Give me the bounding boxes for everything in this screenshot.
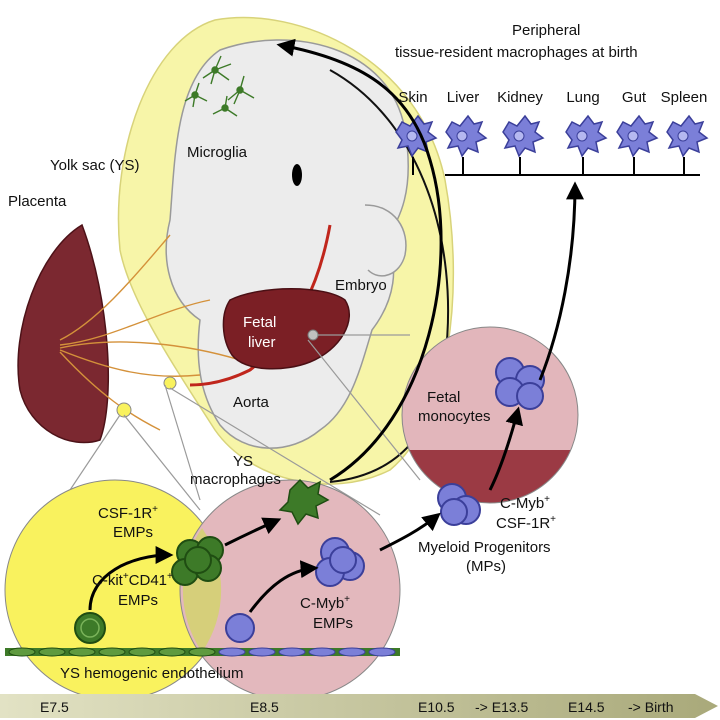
ys-location-dot xyxy=(116,402,132,418)
endothelial-cell xyxy=(188,647,216,657)
arrows xyxy=(88,38,584,613)
cmyb-emp-cluster xyxy=(315,537,365,587)
yolk-sac-label: Yolk sac (YS) xyxy=(50,157,139,174)
endothelial-cell xyxy=(128,647,156,657)
ckit-emps-label-2: EMPs xyxy=(118,592,158,609)
cmyb-emp-cell xyxy=(225,613,255,643)
placenta-label: Placenta xyxy=(8,193,67,210)
endothelial-cell xyxy=(338,647,366,657)
timeline-e13-5: -> E13.5 xyxy=(475,699,529,715)
cmyb-text: C-Myb xyxy=(300,595,344,612)
tissue-macrophage-gut xyxy=(616,114,659,158)
tissue-label-skin: Skin xyxy=(398,89,427,106)
mp-label-4: (MPs) xyxy=(466,558,506,575)
ys-macrophage-cell xyxy=(278,478,330,526)
ys-macrophages-label-1: YS xyxy=(233,453,253,470)
macrophage-nucleus xyxy=(406,130,418,142)
tissue-macrophage-liver xyxy=(445,114,488,158)
aorta-location-dot xyxy=(163,376,177,390)
fetal-liver-label-2: liver xyxy=(248,334,276,351)
cmyb-plus: + xyxy=(344,594,350,605)
mp-csf1r-text: CSF-1R xyxy=(496,515,550,532)
macrophage-nucleus xyxy=(576,130,588,142)
fetal-monocytes-label-1: Fetal xyxy=(427,389,460,406)
tissue-label-kidney: Kidney xyxy=(497,89,543,106)
placenta xyxy=(17,223,109,444)
csf1r-plus: + xyxy=(152,504,158,515)
tissue-macrophages xyxy=(395,114,709,158)
macrophage-nucleus xyxy=(513,130,525,142)
eye-icon xyxy=(292,164,302,186)
embryo-label: Embryo xyxy=(335,277,387,294)
endothelial-cell xyxy=(308,647,336,657)
endothelial-cell xyxy=(368,647,396,657)
timeline-e10-5: E10.5 xyxy=(418,699,455,715)
endothelial-cell xyxy=(8,647,36,657)
tissue-macrophage-spleen xyxy=(666,114,709,158)
tissue-labels: Skin Liver Kidney Lung Gut Spleen xyxy=(398,89,707,106)
endothelial-cell xyxy=(38,647,66,657)
mp-csf1r-plus: + xyxy=(550,514,556,525)
tissue-label-lung: Lung xyxy=(566,89,599,106)
fetal-monocytes-label-2: monocytes xyxy=(418,408,491,425)
endothelial-cell xyxy=(158,647,186,657)
cmyb-emps-label-1: C-Myb+ xyxy=(300,594,350,612)
hemogenic-endothelium xyxy=(5,647,400,657)
ckit-emps-label-1: C-kit+CD41+ xyxy=(92,571,173,589)
fetal-monocyte-cells xyxy=(495,357,545,410)
aorta-label: Aorta xyxy=(233,394,270,411)
endothelial-cell xyxy=(248,647,276,657)
timeline-birth: -> Birth xyxy=(628,699,674,715)
macrophage-nucleus xyxy=(677,130,689,142)
timeline-e14-5: E14.5 xyxy=(568,699,605,715)
tissue-macrophage-lung xyxy=(565,114,608,158)
microglia-label: Microglia xyxy=(187,144,248,161)
endothelial-cell xyxy=(98,647,126,657)
csf1r-emp-cluster xyxy=(171,536,224,586)
tissue-label-liver: Liver xyxy=(447,89,480,106)
peripheral-label-2: tissue-resident macrophages at birth xyxy=(395,44,638,61)
csf1r-emps-label-2: EMPs xyxy=(113,524,153,541)
microglia-cells xyxy=(184,55,255,117)
mp-label-2: CSF-1R+ xyxy=(496,514,556,532)
macrophage-nucleus xyxy=(456,130,468,142)
cd41-plus: + xyxy=(167,571,173,582)
cmyb-emps-label-2: EMPs xyxy=(313,615,353,632)
endothelial-cell xyxy=(68,647,96,657)
ckit-text: C-kit xyxy=(92,572,124,589)
peripheral-label-1: Peripheral xyxy=(512,22,580,39)
csf1r-emps-label-1: CSF-1R+ xyxy=(98,504,158,522)
timeline-e7-5: E7.5 xyxy=(40,699,69,715)
tissue-macrophage-kidney xyxy=(502,114,545,158)
macrophage-nucleus xyxy=(627,130,639,142)
blood-vessels xyxy=(59,234,241,431)
endothelial-cell xyxy=(218,647,246,657)
mp-cmyb-plus: + xyxy=(544,494,550,505)
hemogenic-label: YS hemogenic endothelium xyxy=(60,665,243,682)
ckit-plus: + xyxy=(123,571,129,582)
myeloid-progenitor-cells xyxy=(437,483,481,526)
fetal-liver xyxy=(222,288,350,370)
mp-label-1: C-Myb+ xyxy=(500,494,550,512)
tissue-bracket xyxy=(412,157,700,176)
csf1r-text: CSF-1R xyxy=(98,505,152,522)
endothelial-cell xyxy=(278,647,306,657)
ckit-emp-cell xyxy=(74,612,106,644)
ys-macrophages-label-2: macrophages xyxy=(190,471,281,488)
cd41-text: CD41 xyxy=(129,572,167,589)
tissue-label-gut: Gut xyxy=(622,89,647,106)
tissue-label-spleen: Spleen xyxy=(661,89,708,106)
timeline-e8-5: E8.5 xyxy=(250,699,279,715)
mp-cmyb-text: C-Myb xyxy=(500,495,544,512)
mp-label-3: Myeloid Progenitors xyxy=(418,539,551,556)
fetal-liver-label-1: Fetal xyxy=(243,314,276,331)
timeline: E7.5 E8.5 E10.5 -> E13.5 E14.5 -> Birth xyxy=(0,694,718,718)
